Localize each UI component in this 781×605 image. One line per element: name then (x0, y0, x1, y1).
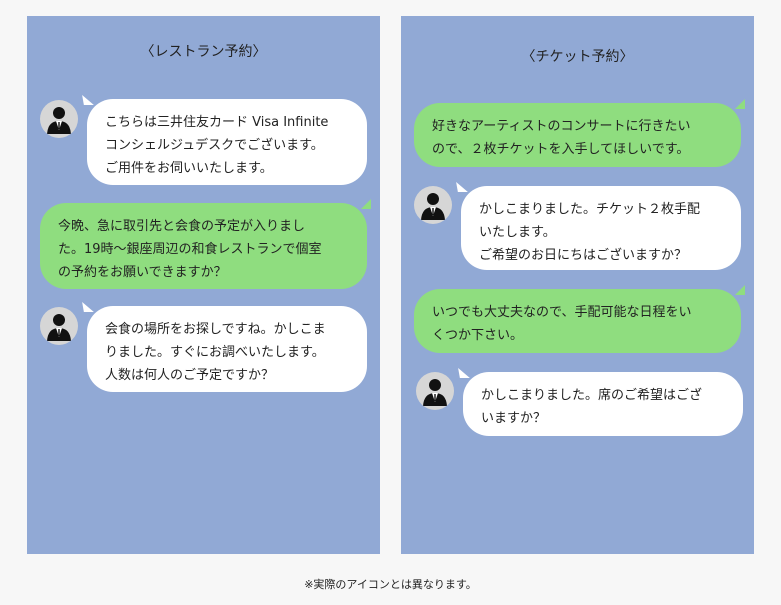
message-line: いつでも大丈夫なので、手配可能な日程をい (432, 305, 692, 320)
concierge-avatar-icon (40, 100, 78, 138)
message-line: かしこまりました。席のご希望はござ (481, 388, 703, 403)
message-line: かしこまりました。チケット２枚手配 (479, 202, 701, 217)
panel-title: 〈レストラン予約〉 (140, 44, 267, 60)
concierge-avatar-icon (416, 372, 454, 410)
message-line: コンシェルジュデスクでございます。 (105, 138, 324, 153)
concierge-avatar-icon (40, 307, 78, 345)
concierge-message: かしこまりました。席のご希望はございますか？ (463, 372, 743, 436)
ticket-chat-panel: 〈チケット予約〉 好きなアーティストのコンサートに行きたいので、２枚チケットを入… (401, 16, 754, 554)
message-line: いたします。 (479, 225, 556, 240)
message-line: 今晩、急に取引先と会食の予定が入りまし (58, 219, 306, 234)
concierge-message: 会食の場所をお探しですね。かしこまりました。すぐにお調べいたします。人数は何人の… (87, 306, 367, 392)
user-message: いつでも大丈夫なので、手配可能な日程をいくつか下さい。 (414, 285, 745, 353)
concierge-avatar-icon (414, 186, 452, 224)
message-line: の予約をお願いできますか？ (58, 265, 227, 280)
message-line: くつか下さい。 (432, 328, 524, 343)
concierge-message: かしこまりました。チケット２枚手配いたします。ご希望のお日にちはございますか？ (461, 186, 741, 270)
message-line: た。19時〜銀座周辺の和食レストランで個室 (58, 242, 322, 257)
message-line: 好きなアーティストのコンサートに行きたい (432, 119, 691, 134)
user-message: 今晩、急に取引先と会食の予定が入りました。19時〜銀座周辺の和食レストランで個室… (40, 199, 371, 289)
message-line: 人数は何人のご予定ですか？ (105, 368, 275, 383)
message-line: ご希望のお日にちはございますか？ (479, 248, 688, 263)
footnote: ※実際のアイコンとは異なります。 (304, 578, 477, 591)
message-line: いますか？ (481, 411, 547, 426)
message-line: こちらは三井住友カード Visa Infinite (105, 115, 329, 130)
concierge-message: こちらは三井住友カード Visa Infinite コンシェルジュデスクでございま… (87, 99, 367, 185)
panel-title: 〈チケット予約〉 (521, 49, 634, 65)
message-line: 会食の場所をお探しですね。かしこま (105, 322, 326, 337)
message-line: ので、２枚チケットを入手してほしいです。 (432, 142, 690, 157)
message-line: りました。すぐにお調べいたします。 (105, 345, 325, 360)
restaurant-chat-panel: 〈レストラン予約〉 こちらは三井住友カード Visa Infinite コンシェル… (27, 16, 380, 554)
user-message: 好きなアーティストのコンサートに行きたいので、２枚チケットを入手してほしいです。 (414, 99, 745, 167)
message-line: ご用件をお伺いいたします。 (105, 161, 273, 176)
